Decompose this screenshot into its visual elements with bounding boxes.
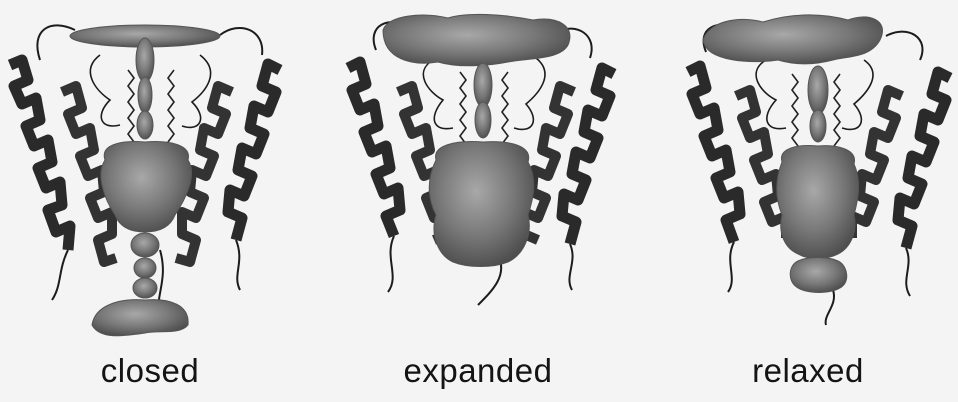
helix-outer-left [688, 66, 740, 242]
ligand-left [460, 72, 466, 144]
closed-structure-drawing [0, 0, 300, 402]
tail-left [388, 236, 394, 292]
inner-loop-left [90, 55, 120, 126]
tail-left [728, 242, 734, 292]
pore-surface [70, 25, 220, 336]
tail-right [569, 244, 572, 290]
tail-center [826, 290, 834, 325]
inner-loop-left [423, 60, 453, 129]
ligand-right [502, 72, 508, 144]
caption-closed: closed [0, 352, 300, 390]
ligand-right [168, 70, 174, 142]
relaxed-structure-drawing [658, 0, 958, 402]
ligand-left [792, 74, 798, 146]
panel-expanded: expanded [328, 0, 628, 402]
ligand-right [834, 74, 840, 146]
caption-relaxed: relaxed [658, 352, 958, 390]
panel-closed: closed [0, 0, 300, 402]
top-loop-left [37, 25, 75, 60]
inner-loop-right [514, 58, 545, 129]
helix-outer-left [348, 62, 400, 236]
inner-loop-right [182, 55, 211, 127]
ligand-left [128, 70, 134, 142]
panel-relaxed: relaxed [658, 0, 958, 402]
helix-outer-right [898, 72, 950, 248]
inner-loop-right [842, 60, 873, 129]
top-loop-right [220, 28, 262, 55]
tail-right [906, 248, 910, 296]
helix-outer-right [228, 64, 280, 240]
tail-right [236, 240, 240, 290]
caption-expanded: expanded [328, 352, 628, 390]
tail-left [52, 250, 68, 300]
top-loop-right [886, 32, 922, 60]
expanded-structure-drawing [328, 0, 628, 402]
inner-loop-left [756, 60, 786, 129]
